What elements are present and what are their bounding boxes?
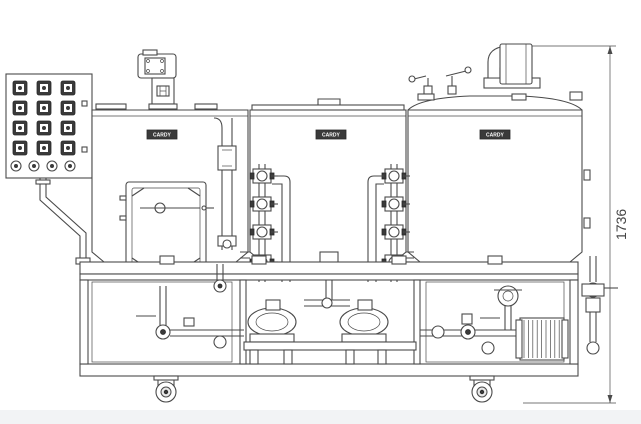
panel-switch bbox=[60, 80, 76, 96]
panel-switch bbox=[36, 80, 52, 96]
panel-switch bbox=[12, 100, 28, 116]
panel-switch bbox=[12, 120, 28, 136]
panel-indicator bbox=[10, 160, 22, 172]
panel-switch bbox=[12, 80, 28, 96]
svg-text:CARDY: CARDY bbox=[486, 133, 504, 139]
castor-wheels bbox=[153, 375, 495, 403]
panel-buttons bbox=[10, 80, 76, 172]
panel-switch bbox=[36, 140, 52, 156]
panel-indicator bbox=[46, 160, 58, 172]
svg-text:CARDY: CARDY bbox=[322, 133, 340, 139]
height-dimension-label: 1736 bbox=[613, 209, 629, 240]
butterfly-valve bbox=[381, 196, 410, 212]
castor-wheel bbox=[153, 375, 179, 403]
bottom-band bbox=[0, 410, 641, 424]
right-side-valves bbox=[581, 256, 618, 355]
manifold-pipes bbox=[240, 175, 414, 300]
lower-right-piping bbox=[420, 285, 522, 355]
tank-3 bbox=[407, 95, 591, 263]
butterfly-valve bbox=[249, 168, 278, 184]
tank-logo-2: CARDY bbox=[315, 129, 347, 140]
panel-switch bbox=[36, 120, 52, 136]
panel-switch bbox=[60, 140, 76, 156]
castor-wheel bbox=[469, 375, 495, 403]
lower-left-piping bbox=[136, 264, 244, 349]
panel-switch bbox=[36, 100, 52, 116]
panel-support-arm bbox=[39, 186, 91, 265]
control-panel bbox=[5, 73, 93, 186]
tank-2 bbox=[249, 98, 407, 263]
panel-switch bbox=[60, 120, 76, 136]
height-dimension: 1736 bbox=[523, 45, 629, 404]
butterfly-valve bbox=[249, 196, 278, 212]
top-valve-handles bbox=[408, 66, 583, 101]
frame bbox=[79, 255, 579, 377]
exhaust-elbow bbox=[483, 43, 541, 89]
heat-exchanger bbox=[515, 317, 569, 361]
svg-text:CARDY: CARDY bbox=[153, 133, 171, 139]
panel-indicator bbox=[28, 160, 40, 172]
panel-indicator bbox=[64, 160, 76, 172]
agitator-motor bbox=[95, 49, 218, 110]
pump-base bbox=[243, 297, 417, 365]
panel-switch bbox=[12, 140, 28, 156]
tank-logo-1: CARDY bbox=[146, 129, 178, 140]
pump-left bbox=[247, 299, 297, 343]
pump-right bbox=[339, 299, 389, 343]
panel-switch bbox=[60, 100, 76, 116]
tank-logo-3: CARDY bbox=[479, 129, 511, 140]
butterfly-valve bbox=[249, 224, 278, 240]
butterfly-valve bbox=[381, 224, 410, 240]
sight-glass-pipe bbox=[213, 117, 237, 250]
